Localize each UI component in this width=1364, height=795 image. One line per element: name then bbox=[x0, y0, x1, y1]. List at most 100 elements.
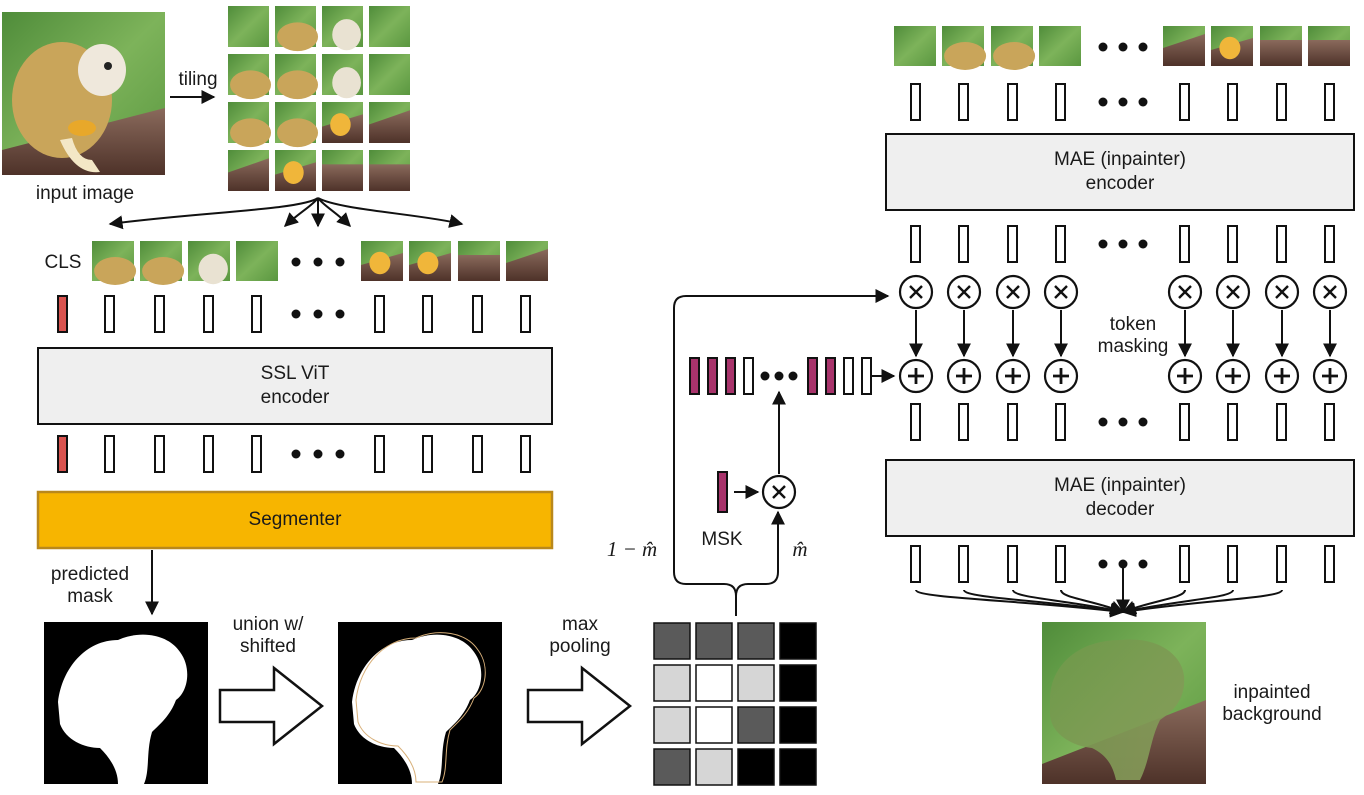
cls-token bbox=[57, 435, 68, 473]
mae-decoder-box bbox=[885, 459, 1355, 537]
converge-arrow bbox=[1121, 589, 1234, 617]
mae-token bbox=[910, 83, 921, 121]
input-image-monkey-face bbox=[78, 44, 126, 96]
hollow-arrow-icon bbox=[526, 665, 633, 747]
masked-seq-token bbox=[843, 357, 854, 395]
mae-token bbox=[1324, 83, 1335, 121]
pooled-cell-dark bbox=[653, 622, 691, 660]
patch-fur bbox=[993, 42, 1036, 70]
fan-arrow bbox=[283, 197, 319, 227]
ellipsis-icon bbox=[1098, 559, 1108, 569]
add-icon-glyph bbox=[956, 368, 972, 384]
patch-log bbox=[458, 255, 500, 281]
segmenter-label: Segmenter bbox=[248, 509, 342, 530]
ellipsis-icon bbox=[335, 257, 345, 267]
patch-fur bbox=[283, 161, 304, 185]
multiply-icon-glyph bbox=[1178, 285, 1192, 299]
one-minus-m-label: 1 − m̂ bbox=[606, 537, 658, 561]
mae-token bbox=[1007, 225, 1018, 263]
patch-token bbox=[154, 295, 165, 333]
patch-token bbox=[251, 295, 262, 333]
pooled-cell-white bbox=[695, 706, 733, 744]
ellipsis-icon bbox=[1118, 417, 1128, 427]
multiply-icon-glyph bbox=[1226, 285, 1240, 299]
mae-token bbox=[1055, 225, 1066, 263]
inpainted-background-label: inpainted background bbox=[1222, 682, 1322, 725]
mae-token bbox=[1055, 83, 1066, 121]
segmenter-box bbox=[36, 490, 554, 550]
converge-arrow bbox=[1121, 589, 1283, 618]
patch-fur bbox=[230, 70, 272, 100]
tile-0-0 bbox=[228, 6, 269, 47]
ellipsis-icon bbox=[1118, 97, 1128, 107]
mae-token bbox=[1276, 403, 1287, 441]
ellipsis-icon bbox=[335, 449, 345, 459]
mae-encoder-box bbox=[885, 133, 1355, 211]
patch-log bbox=[322, 164, 363, 191]
ellipsis-icon bbox=[1138, 417, 1148, 427]
token-masking-label: token masking bbox=[1097, 314, 1169, 357]
masked-seq-token bbox=[743, 357, 754, 395]
tile-0-3 bbox=[369, 6, 410, 47]
ellipsis-icon bbox=[1118, 239, 1128, 249]
ellipsis-icon bbox=[788, 371, 798, 381]
multiply-icon-glyph bbox=[957, 285, 971, 299]
patch-log bbox=[1308, 40, 1350, 66]
mae-token bbox=[1179, 403, 1190, 441]
predicted-mask-shape bbox=[58, 634, 188, 784]
masked-seq-token bbox=[825, 357, 836, 395]
pooled-cell-black bbox=[779, 622, 817, 660]
fan-arrow bbox=[317, 197, 464, 228]
tile-1-3 bbox=[369, 54, 410, 95]
tiling-label: tiling bbox=[178, 69, 218, 90]
add-icon-glyph bbox=[1322, 368, 1338, 384]
patch-token bbox=[422, 435, 433, 473]
one-minus-m-arrow bbox=[673, 289, 890, 616]
pooled-cell-light bbox=[653, 706, 691, 744]
ellipsis-icon bbox=[1138, 97, 1148, 107]
multiply-icon-glyph bbox=[1054, 285, 1068, 299]
union-mask-shift-outline bbox=[355, 632, 486, 783]
patch-fur bbox=[94, 257, 137, 285]
patch-log bbox=[506, 249, 548, 281]
ellipsis-icon bbox=[291, 257, 301, 267]
ellipsis-icon bbox=[291, 309, 301, 319]
mae-input-patch bbox=[1039, 26, 1081, 66]
mae-token bbox=[1324, 545, 1335, 583]
mae-token bbox=[1179, 225, 1190, 263]
mae-token bbox=[1324, 403, 1335, 441]
ellipsis-icon bbox=[313, 309, 323, 319]
converge-arrow bbox=[1012, 589, 1125, 617]
mae-encoder-label: MAE (inpainter) encoder bbox=[1054, 149, 1186, 194]
pooled-cell-black bbox=[779, 706, 817, 744]
patch-fur bbox=[944, 42, 987, 70]
patch-token bbox=[472, 435, 483, 473]
add-icon-glyph bbox=[1274, 368, 1290, 384]
ellipsis-icon bbox=[1118, 42, 1128, 52]
predicted-mask-label: predicted mask bbox=[50, 564, 130, 607]
cls-row-patch bbox=[236, 241, 278, 281]
mae-token bbox=[1227, 545, 1238, 583]
pooled-cell-dark bbox=[653, 748, 691, 786]
mae-token bbox=[1276, 545, 1287, 583]
pooled-cell-black bbox=[779, 664, 817, 702]
ellipsis-icon bbox=[335, 309, 345, 319]
cls-token bbox=[57, 295, 68, 333]
mae-token bbox=[1007, 83, 1018, 121]
patch-token bbox=[374, 435, 385, 473]
fan-arrow bbox=[108, 197, 319, 230]
mae-token bbox=[1276, 83, 1287, 121]
pooled-cell-light bbox=[653, 664, 691, 702]
patch-log bbox=[228, 158, 269, 191]
m-hat-label: m̂ bbox=[792, 537, 808, 561]
add-icon-glyph bbox=[1053, 368, 1069, 384]
patch-token bbox=[520, 295, 531, 333]
patch-fur bbox=[277, 22, 319, 52]
m-hat-arrow bbox=[735, 510, 785, 597]
pooled-cell-black bbox=[779, 748, 817, 786]
ellipsis-icon bbox=[774, 371, 784, 381]
union-shifted-label: union w/ shifted bbox=[232, 614, 304, 657]
patch-log bbox=[1260, 40, 1302, 66]
pooled-cell-dark bbox=[695, 622, 733, 660]
